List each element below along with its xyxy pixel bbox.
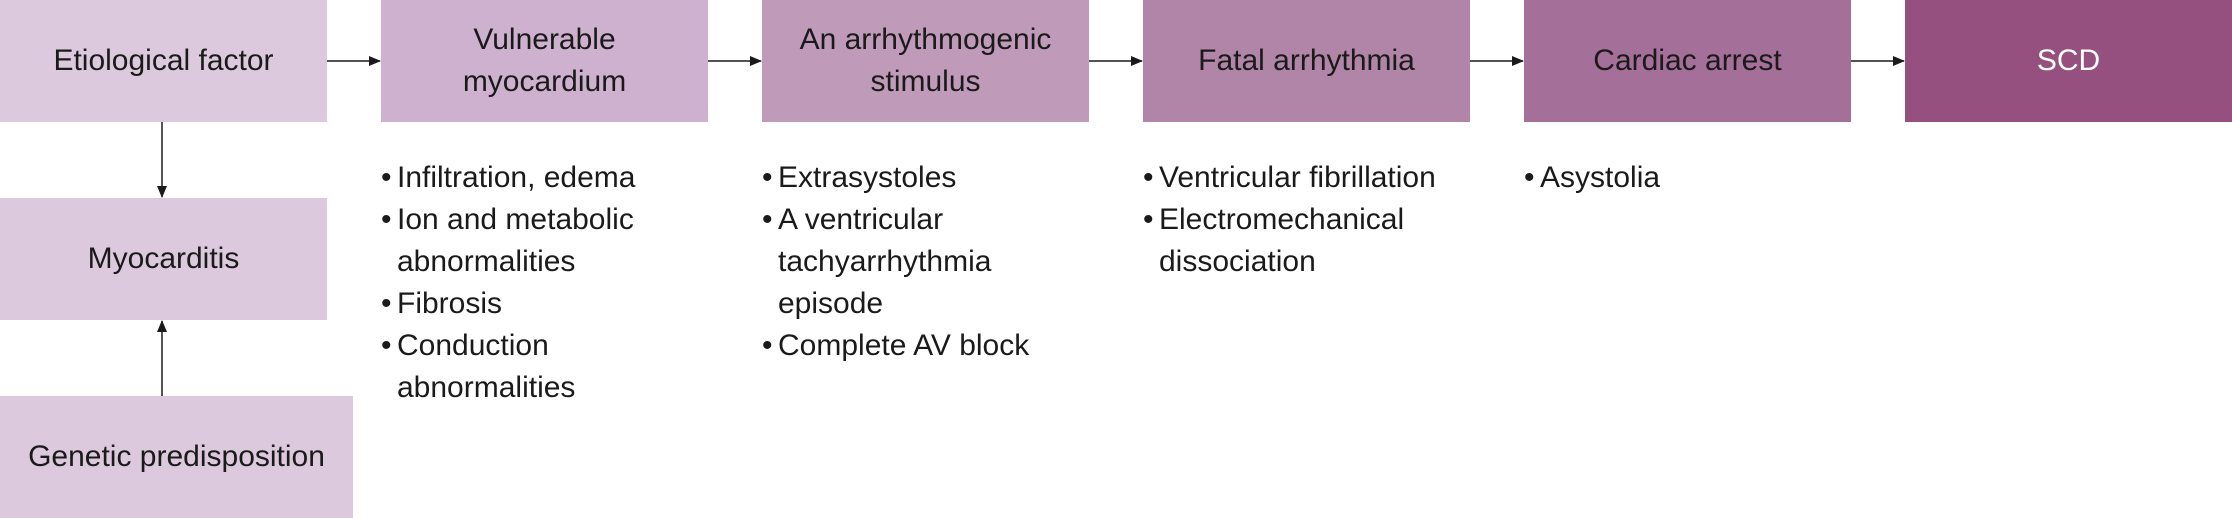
- list-item: Complete AV block: [762, 325, 1062, 367]
- node-scd-label: SCD: [2036, 44, 2101, 77]
- node-fatal-arrhythmia: Fatal arrhythmia: [1143, 0, 1470, 122]
- list-arrhythmogenic-stimulus: Extrasystoles A ventricular tachyarrhyth…: [762, 157, 1062, 367]
- list-item: A ventricular tachyarrhythmia episode: [762, 199, 1062, 325]
- list-item: Ion and metabolic abnormalities: [381, 199, 681, 283]
- list-vulnerable-myocardium: Infiltration, edema Ion and metabolic ab…: [381, 157, 681, 409]
- node-etiological-factor-label: Etiological factor: [53, 44, 274, 77]
- node-cardiac-arrest-label: Cardiac arrest: [1593, 44, 1782, 77]
- node-genetic-predisposition: Genetic predisposition: [0, 396, 353, 518]
- node-vulnerable-myocardium: Vulnerable myocardium: [381, 0, 708, 122]
- list-cardiac-arrest: Asystolia: [1524, 157, 1824, 199]
- node-myocarditis: Myocarditis: [0, 198, 327, 320]
- list-item: Extrasystoles: [762, 157, 1062, 199]
- list-item: Asystolia: [1524, 157, 1824, 199]
- list-item: Fibrosis: [381, 283, 681, 325]
- node-arrhythmogenic-stimulus-label: An arrhythmogenic stimulus: [799, 23, 1052, 98]
- node-arrhythmogenic-stimulus: An arrhythmogenic stimulus: [762, 0, 1089, 122]
- node-vulnerable-myocardium-label: Vulnerable myocardium: [462, 23, 627, 98]
- list-fatal-arrhythmia: Ventricular fibrillation Electromechanic…: [1143, 157, 1483, 283]
- node-myocarditis-label: Myocarditis: [87, 242, 240, 275]
- node-cardiac-arrest: Cardiac arrest: [1524, 0, 1851, 122]
- node-fatal-arrhythmia-label: Fatal arrhythmia: [1198, 44, 1415, 77]
- list-item: Electromechanical dissociation: [1143, 199, 1459, 283]
- list-item: Ventricular fibrillation: [1143, 157, 1483, 199]
- node-scd: SCD: [1905, 0, 2232, 122]
- node-etiological-factor: Etiological factor: [0, 0, 327, 122]
- list-item: Conduction abnormalities: [381, 325, 681, 409]
- node-genetic-predisposition-label: Genetic predisposition: [28, 440, 325, 473]
- list-item: Infiltration, edema: [381, 157, 681, 199]
